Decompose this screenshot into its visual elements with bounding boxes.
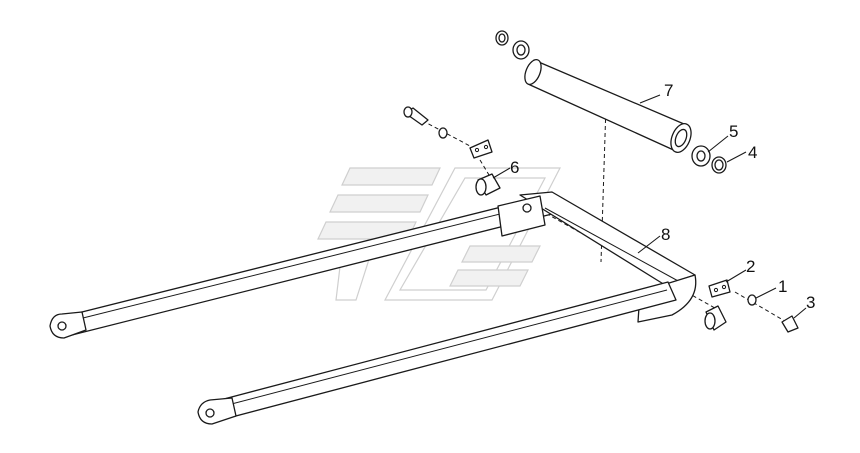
callout-6: 6 (510, 158, 519, 177)
frame-assembly (49, 191, 697, 425)
left-bearings (495, 30, 530, 60)
bushing-6 (475, 173, 501, 196)
lower-bolt-set (704, 279, 799, 333)
callouts: 7 5 4 6 8 2 1 3 (510, 81, 815, 312)
upper-bolt-set (403, 106, 493, 159)
callout-8: 8 (661, 225, 670, 244)
assembly-lines (409, 104, 791, 325)
stylized-logo-watermark (317, 167, 561, 301)
callout-5: 5 (729, 122, 738, 141)
seal-ring-4 (711, 156, 727, 174)
callout-4: 4 (748, 143, 757, 162)
callout-2: 2 (746, 257, 755, 276)
callout-1: 1 (778, 277, 787, 296)
bearing-5 (691, 145, 711, 167)
roller-tube (524, 59, 692, 153)
callout-3: 3 (806, 293, 815, 312)
callout-7: 7 (664, 81, 673, 100)
leader-lines (492, 94, 807, 319)
